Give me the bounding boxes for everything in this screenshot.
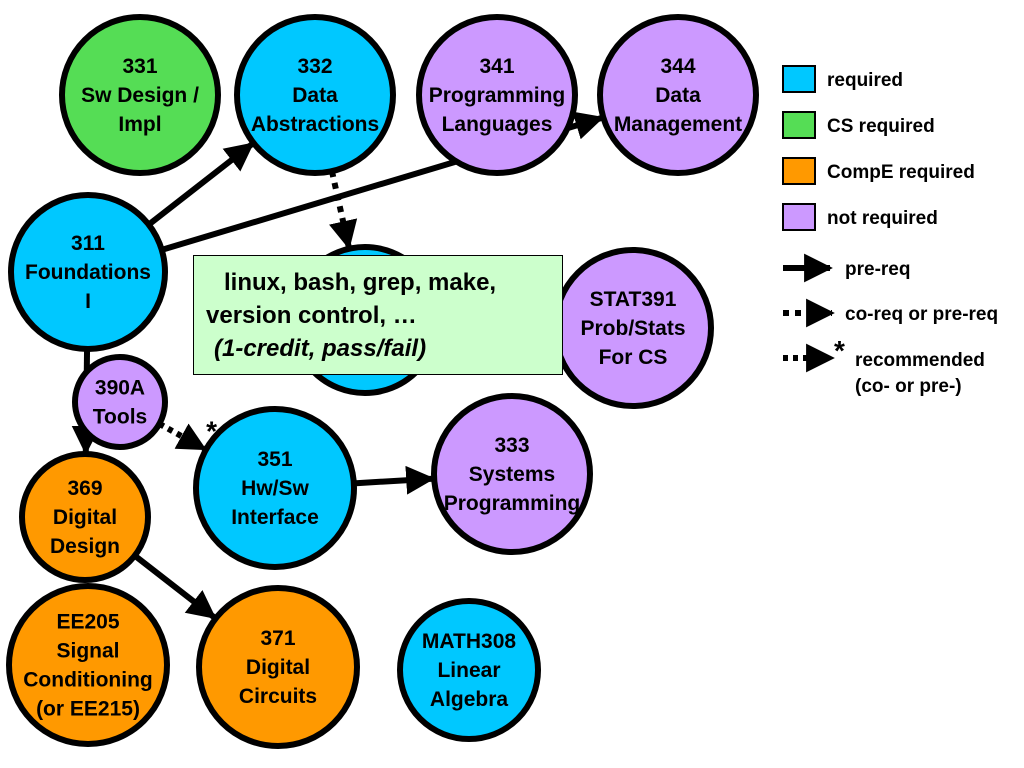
course-circle xyxy=(72,354,168,450)
course-label: Foundations xyxy=(25,261,151,284)
course-label: Linear xyxy=(437,659,500,682)
course-label: Programming xyxy=(429,84,566,107)
course-circle xyxy=(597,14,759,176)
course-label: 332 xyxy=(297,55,332,78)
course-label: Interface xyxy=(231,506,319,529)
course-label: 371 xyxy=(260,627,295,650)
course-circle xyxy=(416,14,578,176)
legend-recommended-star: * xyxy=(834,335,845,366)
edge-n332-to-n312 xyxy=(328,170,358,250)
tools-callout: linux, bash, grep, make, version control… xyxy=(193,255,563,375)
edge-n369-to-n371 xyxy=(132,553,217,620)
course-label: Systems xyxy=(469,463,555,486)
course-label: (or EE215) xyxy=(36,698,140,721)
course-node-n331: 331 Sw Design / Impl xyxy=(59,14,221,176)
course-label: Tools xyxy=(93,406,147,429)
course-label: 351 xyxy=(257,448,292,471)
legend-swatch-compe-required xyxy=(782,157,816,185)
course-label: 390A xyxy=(95,377,145,400)
course-label: Algebra xyxy=(430,688,509,711)
recommended-star: * xyxy=(206,416,217,447)
legend-arrow-sublabel-recommended: (co- or pre-) xyxy=(855,376,962,397)
edge-n390a-to-n351 xyxy=(157,421,207,452)
course-circle xyxy=(8,192,168,352)
course-label: 331 xyxy=(122,55,157,78)
course-circle xyxy=(196,585,360,749)
course-circle xyxy=(431,393,593,555)
course-label: 311 xyxy=(71,232,105,255)
course-circle xyxy=(397,598,541,742)
course-label: MATH308 xyxy=(422,630,516,653)
legend-arrow-label-recommended: recommended xyxy=(855,350,985,371)
course-label: Design xyxy=(50,535,120,558)
course-circle xyxy=(193,406,357,570)
course-label: Programming xyxy=(444,492,581,515)
legend-swatch-cs-required xyxy=(782,111,816,139)
course-label: For CS xyxy=(599,346,668,369)
course-circle xyxy=(6,583,170,747)
course-label: Signal xyxy=(56,640,119,663)
legend-arrow-label-pre-req: pre-req xyxy=(845,259,910,280)
course-label: STAT391 xyxy=(590,288,677,311)
callout-line-3: (1-credit, pass/fail) xyxy=(214,335,427,362)
callout-line-1: linux, bash, grep, make, xyxy=(224,269,497,296)
course-label: Management xyxy=(614,113,742,136)
course-label: Hw/Sw xyxy=(241,477,309,500)
course-label: Abstractions xyxy=(251,113,379,136)
course-label: Sw Design / xyxy=(81,84,199,107)
course-label: Data xyxy=(655,84,701,107)
callout-line-2: version control, … xyxy=(206,302,417,329)
course-label: Data xyxy=(292,84,338,107)
course-node-n390a: 390A Tools xyxy=(72,354,168,450)
course-label: Prob/Stats xyxy=(580,317,685,340)
legend-label-cs-required: CS required xyxy=(827,116,935,137)
legend-swatch-not-required xyxy=(782,203,816,231)
legend-label-compe-required: CompE required xyxy=(827,162,975,183)
course-label: Circuits xyxy=(239,685,317,708)
course-circle xyxy=(59,14,221,176)
course-label: 333 xyxy=(494,434,529,457)
course-label: Impl xyxy=(118,113,161,136)
course-label: EE205 xyxy=(56,611,119,634)
course-label: Digital xyxy=(53,506,117,529)
course-circle xyxy=(19,451,151,583)
course-label: Conditioning xyxy=(23,669,152,692)
legend-label-not-required: not required xyxy=(827,208,938,229)
edge-n311-to-n332 xyxy=(146,141,255,228)
legend-arrow-label-co-req: co-req or pre-req xyxy=(845,304,998,325)
course-circle xyxy=(234,14,396,176)
course-label: 344 xyxy=(660,55,695,78)
course-label: Digital xyxy=(246,656,310,679)
course-label: 369 xyxy=(67,477,102,500)
legend-label-required: required xyxy=(827,70,903,91)
edge-n351-to-n333 xyxy=(353,465,436,495)
legend-swatch-required xyxy=(782,65,816,93)
course-label: Languages xyxy=(442,113,553,136)
course-label: 341 xyxy=(479,55,514,78)
course-label: I xyxy=(85,290,91,313)
